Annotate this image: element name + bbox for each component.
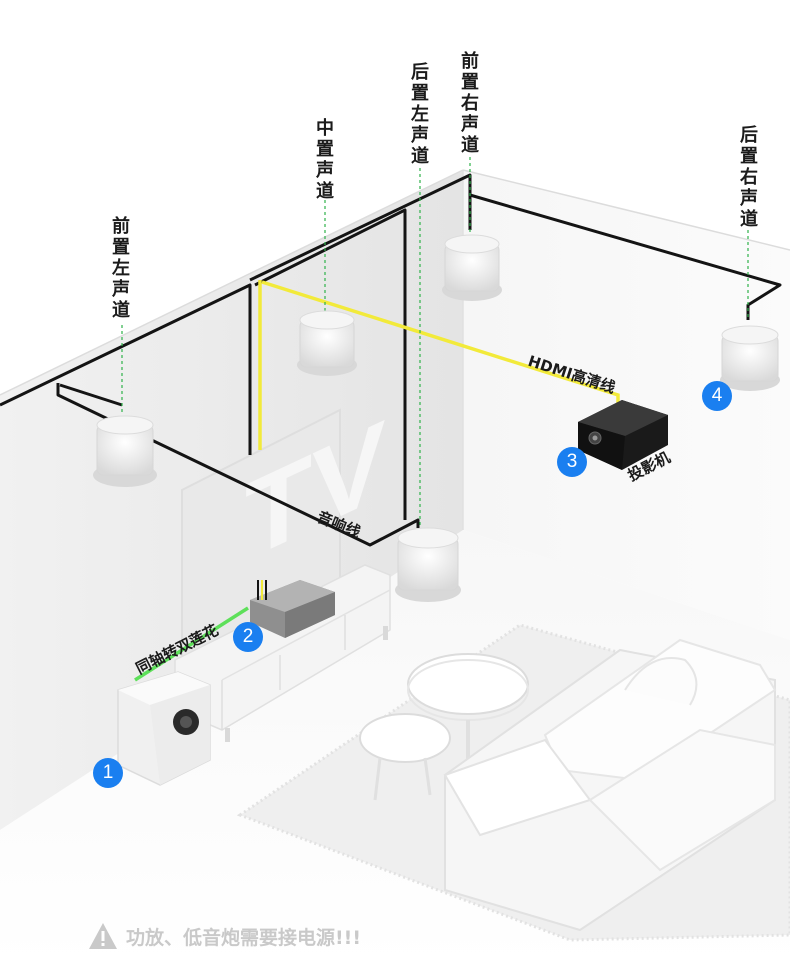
label-rear-left-channel: 后置左声道: [411, 62, 429, 167]
coax-wiring: [134, 606, 249, 682]
projector: [578, 400, 668, 470]
speaker-front-right: [442, 234, 502, 301]
label-front-left-channel: 前置左声道: [112, 216, 130, 321]
badge-3: 3: [557, 447, 587, 477]
badge-1: 1: [93, 758, 123, 788]
speaker-rear-left: [395, 527, 461, 602]
power-warning-text: 功放、低音炮需要接电源!!!: [126, 926, 361, 949]
badge-2: 2: [233, 622, 263, 652]
badge-4: 4: [702, 381, 732, 411]
power-warning: 功放、低音炮需要接电源!!!: [88, 922, 361, 950]
warning-triangle-icon: [89, 923, 117, 949]
label-rear-right-channel: 后置右声道: [740, 125, 758, 230]
cable-bundle: [257, 580, 267, 600]
subwoofer: [117, 671, 211, 786]
speaker-front-left: [93, 415, 157, 487]
coffee-tables: [359, 653, 529, 801]
speaker-center: [297, 310, 357, 376]
amplifier: [250, 580, 335, 638]
speaker-rear-right: [720, 325, 780, 391]
label-leaders: [121, 157, 749, 525]
label-center-channel: 中置声道: [316, 118, 334, 202]
label-front-right-channel: 前置右声道: [461, 51, 479, 156]
sofa: [443, 638, 777, 932]
